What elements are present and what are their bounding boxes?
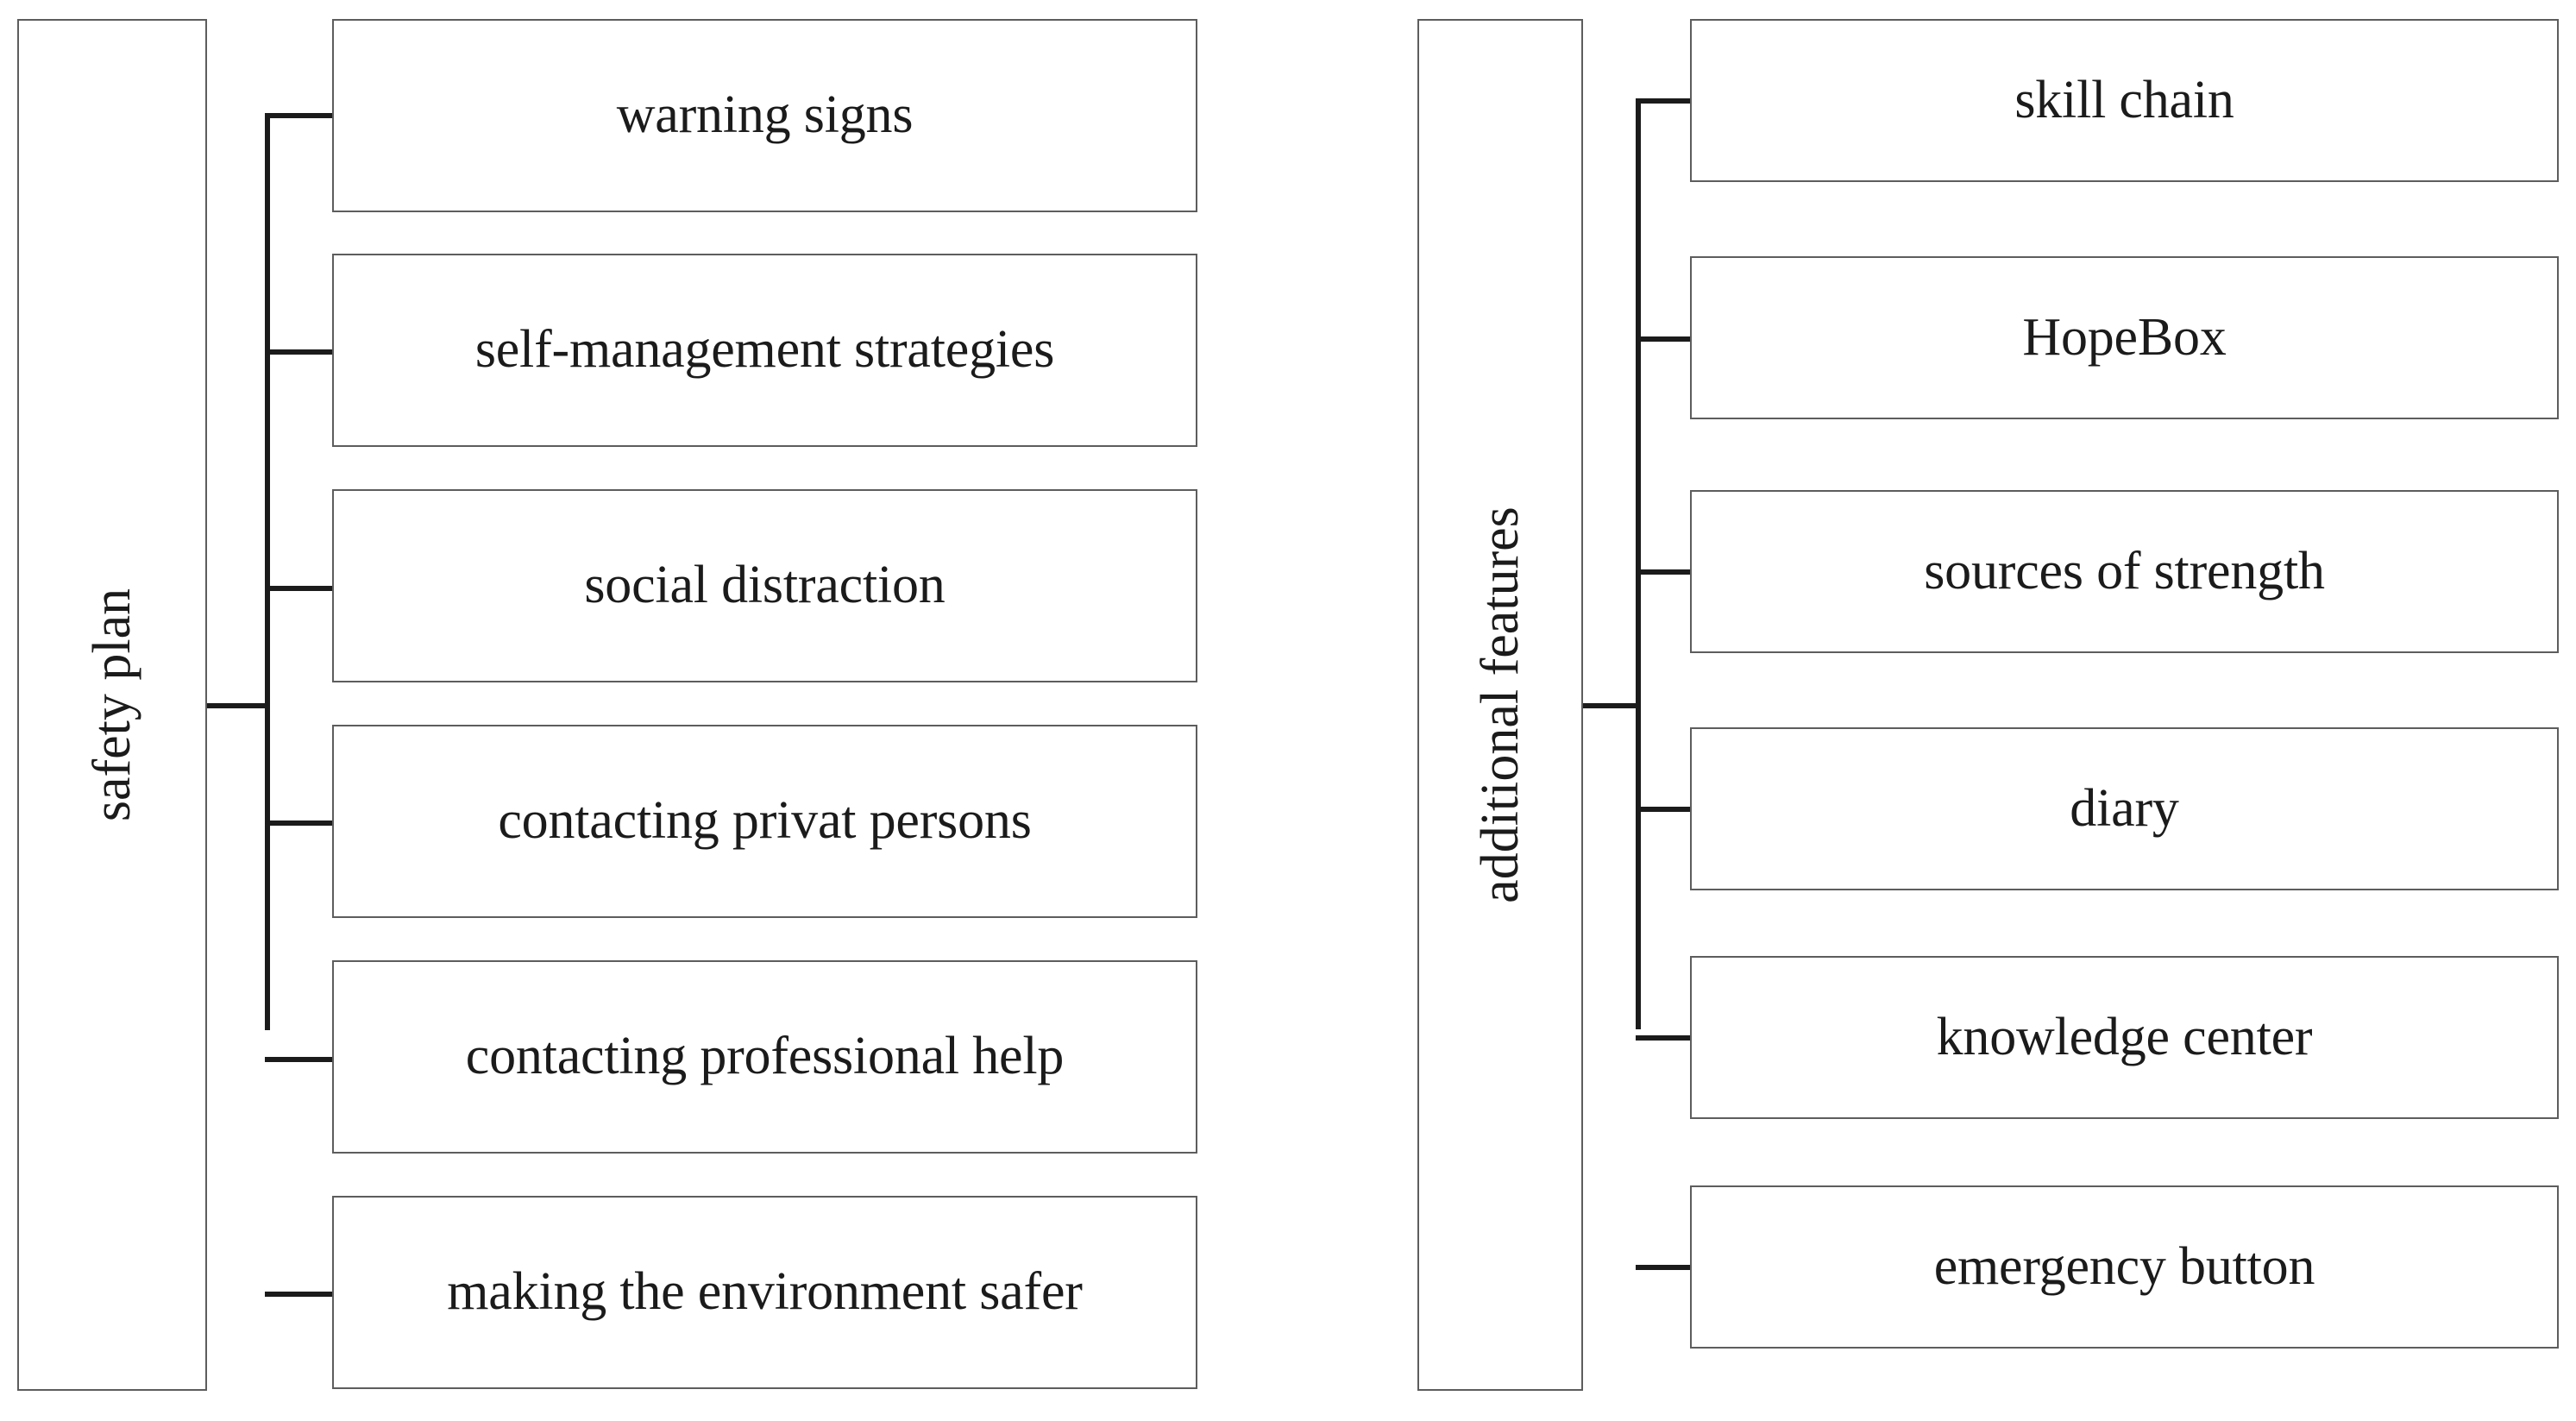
connector-branch-contacting-privat-persons (265, 821, 334, 826)
node-diary[interactable]: diary (1690, 727, 2559, 890)
node-making-the-environment-safer[interactable]: making the environment safer (332, 1196, 1197, 1389)
node-skill-chain[interactable]: skill chain (1690, 19, 2559, 182)
node-warning-signs[interactable]: warning signs (332, 19, 1197, 212)
connector-branch-emergency-button (1636, 1265, 1693, 1270)
connector-branch-self-management-strategies (265, 349, 334, 355)
root-label-safety-plan: safety plan (83, 588, 141, 822)
node-knowledge-center[interactable]: knowledge center (1690, 956, 2559, 1119)
node-hopebox[interactable]: HopeBox (1690, 256, 2559, 419)
connector-branch-knowledge-center (1636, 1035, 1693, 1041)
connector-branch-social-distraction (265, 586, 334, 591)
node-label-contacting-professional-help: contacting professional help (465, 1027, 1065, 1086)
connector-trunk-additional-features (1636, 98, 1641, 1029)
connector-branch-hopebox (1636, 336, 1693, 342)
node-social-distraction[interactable]: social distraction (332, 489, 1197, 682)
node-label-social-distraction: social distraction (584, 556, 946, 615)
root-node-safety-plan[interactable]: safety plan (17, 19, 207, 1391)
connector-root-stub-additional-features (1583, 703, 1641, 708)
connector-branch-sources-of-strength (1636, 569, 1693, 575)
connector-branch-diary (1636, 807, 1693, 812)
node-emergency-button[interactable]: emergency button (1690, 1185, 2559, 1349)
node-self-management-strategies[interactable]: self-management strategies (332, 254, 1197, 447)
node-label-making-the-environment-safer: making the environment safer (447, 1262, 1083, 1322)
root-label-additional-features: additional features (1471, 506, 1530, 903)
connector-branch-contacting-professional-help (265, 1057, 334, 1062)
node-label-diary: diary (2070, 778, 2179, 838)
connector-trunk-safety-plan (265, 113, 270, 1030)
root-label-wrap-safety-plan: safety plan (19, 21, 205, 1389)
connector-branch-making-the-environment-safer (265, 1292, 334, 1297)
connector-root-stub-safety-plan (207, 703, 270, 708)
root-node-additional-features[interactable]: additional features (1417, 19, 1583, 1391)
connector-branch-warning-signs (265, 113, 334, 118)
connector-branch-skill-chain (1636, 98, 1693, 104)
node-contacting-professional-help[interactable]: contacting professional help (332, 960, 1197, 1154)
node-label-skill-chain: skill chain (2014, 70, 2234, 129)
node-label-self-management-strategies: self-management strategies (474, 320, 1055, 380)
node-label-warning-signs: warning signs (616, 85, 914, 145)
node-contacting-privat-persons[interactable]: contacting privat persons (332, 725, 1197, 918)
root-label-wrap-additional-features: additional features (1419, 21, 1581, 1389)
node-label-hopebox: HopeBox (2022, 307, 2227, 367)
node-label-knowledge-center: knowledge center (1936, 1007, 2313, 1066)
node-label-contacting-privat-persons: contacting privat persons (498, 791, 1032, 851)
node-label-emergency-button: emergency button (1933, 1236, 2315, 1296)
node-sources-of-strength[interactable]: sources of strength (1690, 490, 2559, 653)
node-label-sources-of-strength: sources of strength (1924, 541, 2325, 600)
